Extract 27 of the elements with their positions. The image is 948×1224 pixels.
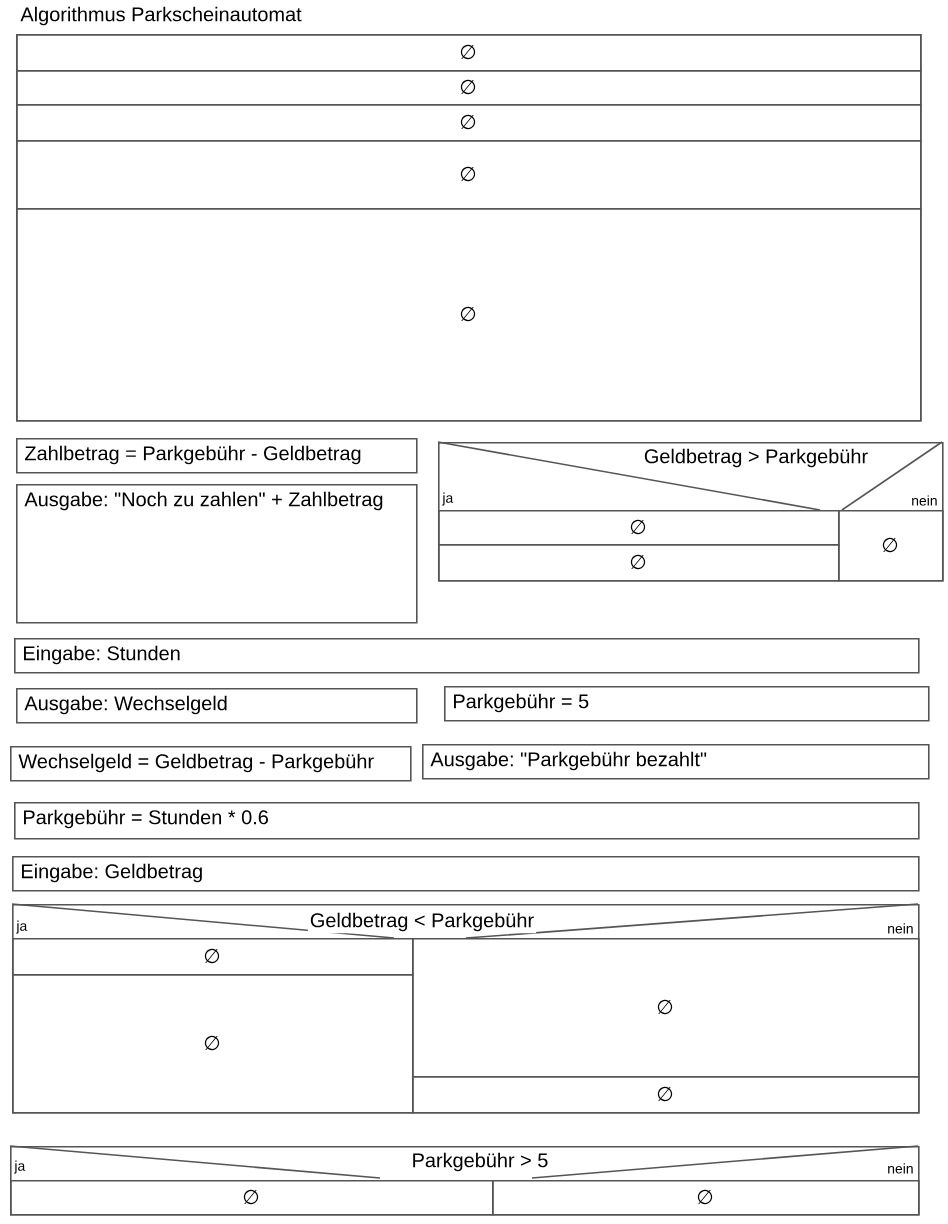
- statement-box: Parkgebühr = 5: [444, 686, 930, 722]
- empty-cell: ∅: [16, 70, 922, 106]
- statement-box: Eingabe: Geldbetrag: [12, 856, 920, 892]
- condition-text: Parkgebühr > 5: [409, 1150, 551, 1174]
- statement-box: Ausgabe: "Noch zu zahlen" + Zahlbetrag: [16, 484, 418, 624]
- statement-box: Ausgabe: Wechselgeld: [16, 688, 418, 724]
- empty-cell: ∅: [10, 1180, 494, 1216]
- statement-box: Parkgebühr = Stunden * 0.6: [14, 802, 920, 840]
- condition-text: Geldbetrag < Parkgebühr: [307, 910, 537, 934]
- statement-box: Wechselgeld = Geldbetrag - Parkgebühr: [10, 746, 412, 782]
- empty-cell: ∅: [16, 34, 922, 72]
- diagram-title: Algorithmus Parkscheinautomat: [20, 6, 302, 26]
- statement-box: Ausgabe: "Parkgebühr bezahlt": [422, 744, 930, 780]
- empty-cell: ∅: [16, 140, 922, 210]
- empty-cell: ∅: [438, 510, 840, 546]
- empty-cell: ∅: [412, 1076, 920, 1114]
- empty-cell: ∅: [492, 1180, 920, 1216]
- empty-cell: ∅: [838, 510, 944, 582]
- empty-cell: ∅: [16, 208, 922, 422]
- empty-cell: ∅: [412, 938, 920, 1078]
- empty-cell: ∅: [438, 544, 840, 582]
- empty-cell: ∅: [16, 104, 922, 142]
- statement-box: Eingabe: Stunden: [14, 638, 920, 674]
- statement-box: Zahlbetrag = Parkgebühr - Geldbetrag: [16, 438, 418, 474]
- condition-text: Geldbetrag > Parkgebühr: [644, 448, 868, 468]
- empty-cell: ∅: [12, 974, 414, 1114]
- empty-cell: ∅: [12, 938, 414, 976]
